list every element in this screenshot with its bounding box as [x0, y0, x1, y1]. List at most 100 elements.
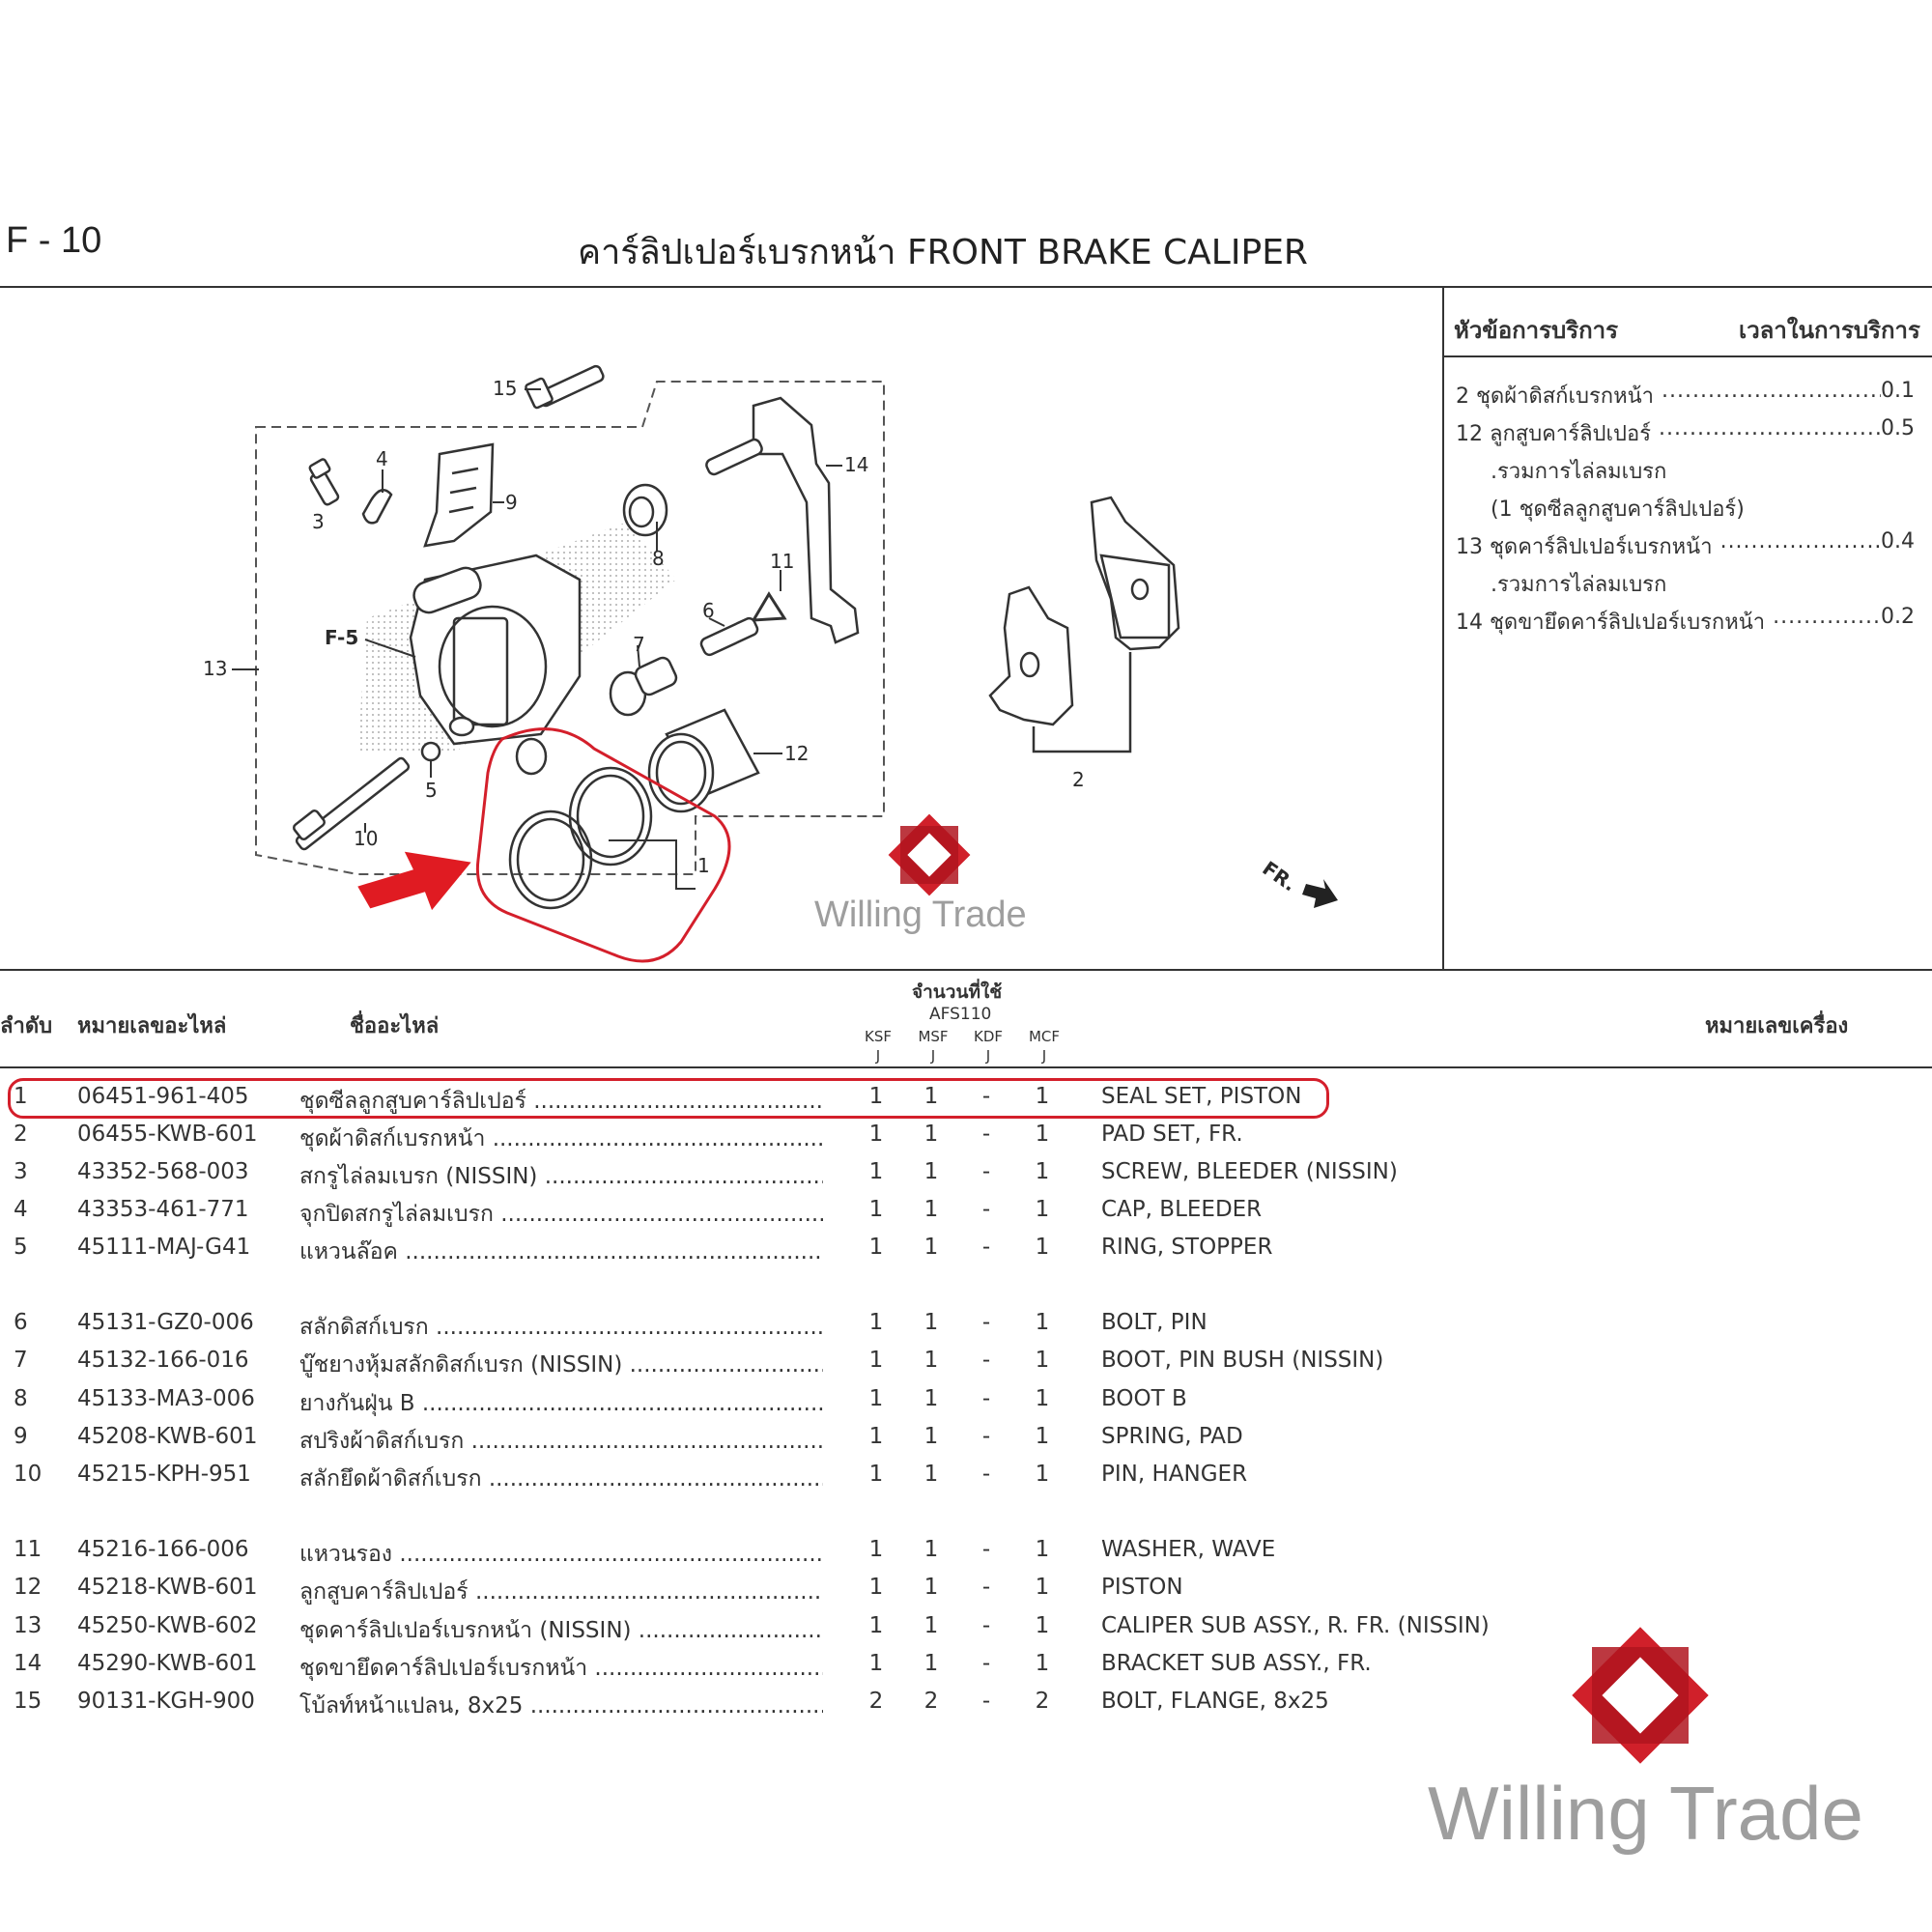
service-leader-dots: ........................................… [1662, 379, 1881, 403]
part-number: 45133-MA3-006 [77, 1386, 255, 1411]
part-number: 45216-166-006 [77, 1537, 249, 1562]
part-name-english: RING, STOPPER [1101, 1235, 1273, 1260]
assembly-outline [255, 381, 885, 875]
piston-seal-small [515, 737, 548, 776]
pin-bush-boot-part [609, 656, 678, 717]
qty-kdf: - [981, 1575, 991, 1600]
qty-mcf: 1 [1035, 1462, 1050, 1487]
qty-msf: 1 [923, 1310, 939, 1335]
page-code: F - 10 [6, 220, 102, 261]
part-name-thai: จุกปิดสกรูไล่ลมเบรก ....................… [299, 1202, 823, 1227]
piston-part [647, 708, 760, 813]
qty-msf: 1 [923, 1235, 939, 1260]
column-divider [1442, 286, 1444, 970]
qty-ksf: 1 [868, 1651, 884, 1676]
part-name-english: BOOT B [1101, 1386, 1187, 1411]
qty-ksf: 1 [868, 1084, 884, 1109]
part-number: 43352-568-003 [77, 1159, 249, 1184]
qty-ksf: 1 [868, 1310, 884, 1335]
service-header-topic: หัวข้อการบริการ [1454, 317, 1619, 344]
bolt-pin-part [699, 616, 759, 657]
highlight-arrow-icon [357, 851, 471, 911]
callout-14: 14 [844, 453, 869, 476]
washer-wave-part [751, 591, 787, 622]
part-number: 06455-KWB-601 [77, 1122, 258, 1147]
callout-12: 12 [784, 742, 810, 765]
qty-mcf: 1 [1035, 1235, 1050, 1260]
part-name-thai: โบ้ลท์หน้าแปลน, 8x25 ...................… [299, 1693, 823, 1719]
leader-lines [232, 388, 842, 890]
service-time: 0.5 [1881, 416, 1915, 440]
col-header-part-no: หมายเลขอะไหล่ [77, 1014, 227, 1038]
callout-3: 3 [312, 510, 325, 533]
qty-mcf: 1 [1035, 1159, 1050, 1184]
part-name-thai: ชุดซีลลูกสูบคาร์ลิปเปอร์ ...............… [299, 1089, 823, 1114]
part-number: 45250-KWB-602 [77, 1613, 258, 1638]
callout-7: 7 [633, 633, 645, 656]
qty-ksf: 1 [868, 1122, 884, 1147]
qty-mcf: 2 [1035, 1689, 1050, 1714]
header-divider [0, 286, 1932, 288]
part-number: 45111-MAJ-G41 [77, 1235, 251, 1260]
qty-msf: 1 [923, 1575, 939, 1600]
variant-sub: J [985, 1047, 991, 1065]
service-head-divider [1442, 355, 1932, 357]
pad-set-part [988, 496, 1180, 753]
qty-msf: 1 [923, 1348, 939, 1373]
qty-msf: 1 [923, 1197, 939, 1222]
part-name-thai: ลูกสูบคาร์ลิปเปอร์ .....................… [299, 1579, 823, 1605]
watermark-logo-large [1572, 1627, 1709, 1764]
service-leader-dots: ........................................… [1719, 529, 1881, 554]
service-time: 0.2 [1881, 605, 1915, 629]
qty-msf: 1 [923, 1537, 939, 1562]
bracket-pin-part [705, 438, 763, 476]
row-highlight [8, 1078, 1329, 1119]
qty-mcf: 1 [1035, 1575, 1050, 1600]
qty-ksf: 1 [868, 1348, 884, 1373]
qty-kdf: - [981, 1197, 991, 1222]
qty-ksf: 2 [868, 1689, 884, 1714]
part-name-english: CAP, BLEEDER [1101, 1197, 1263, 1222]
service-note: .รวมการไล่ลมเบรก [1491, 573, 1667, 597]
part-name-thai: แหวนล๊อค ...............................… [299, 1239, 823, 1264]
diagram-bottom-divider [0, 969, 1932, 971]
table-row: 1 06451-961-405 ชุดซีลลูกสูบคาร์ลิปเปอร์ .… [0, 1084, 1932, 1119]
qty-mcf: 1 [1035, 1310, 1050, 1335]
service-label: 12 ลูกสูบคาร์ลิปเปอร์ [1456, 422, 1652, 446]
seal-set-highlight [475, 727, 731, 963]
part-number: 06451-961-405 [77, 1084, 249, 1109]
service-note: .รวมการไล่ลมเบรก [1491, 460, 1667, 484]
row-number: 12 [14, 1575, 43, 1600]
part-name-thai: ชุดขายึดคาร์ลิปเปอร์เบรกหน้า ...........… [299, 1656, 823, 1681]
part-number: 45290-KWB-601 [77, 1651, 258, 1676]
col-header-name: ชื่ออะไหล่ [350, 1014, 440, 1038]
qty-msf: 1 [923, 1122, 939, 1147]
part-name-thai: สปริงผ้าดิสก์เบรก ......................… [299, 1429, 823, 1454]
callout-4: 4 [376, 447, 388, 470]
row-number: 8 [14, 1386, 28, 1411]
exploded-parts-diagram [232, 364, 1338, 963]
qty-ksf: 1 [868, 1235, 884, 1260]
row-number: 9 [14, 1424, 28, 1449]
part-number: 43353-461-771 [77, 1197, 249, 1222]
qty-mcf: 1 [1035, 1613, 1050, 1638]
callout-9: 9 [505, 491, 518, 514]
bracket-part [752, 396, 860, 644]
variant-sub: J [1041, 1047, 1047, 1065]
part-name-english: PISTON [1101, 1575, 1183, 1600]
qty-ksf: 1 [868, 1159, 884, 1184]
qty-ksf: 1 [868, 1575, 884, 1600]
service-row: 12 ลูกสูบคาร์ลิปเปอร์ ..................… [1456, 416, 1915, 450]
part-name-english: WASHER, WAVE [1101, 1537, 1276, 1562]
qty-msf: 1 [923, 1159, 939, 1184]
callout-15: 15 [493, 377, 518, 400]
service-time: 0.4 [1881, 529, 1915, 554]
part-number: 45218-KWB-601 [77, 1575, 258, 1600]
watermark-logo-small [888, 813, 971, 896]
qty-msf: 1 [923, 1651, 939, 1676]
part-name-english: CALIPER SUB ASSY., R. FR. (NISSIN) [1101, 1613, 1490, 1638]
